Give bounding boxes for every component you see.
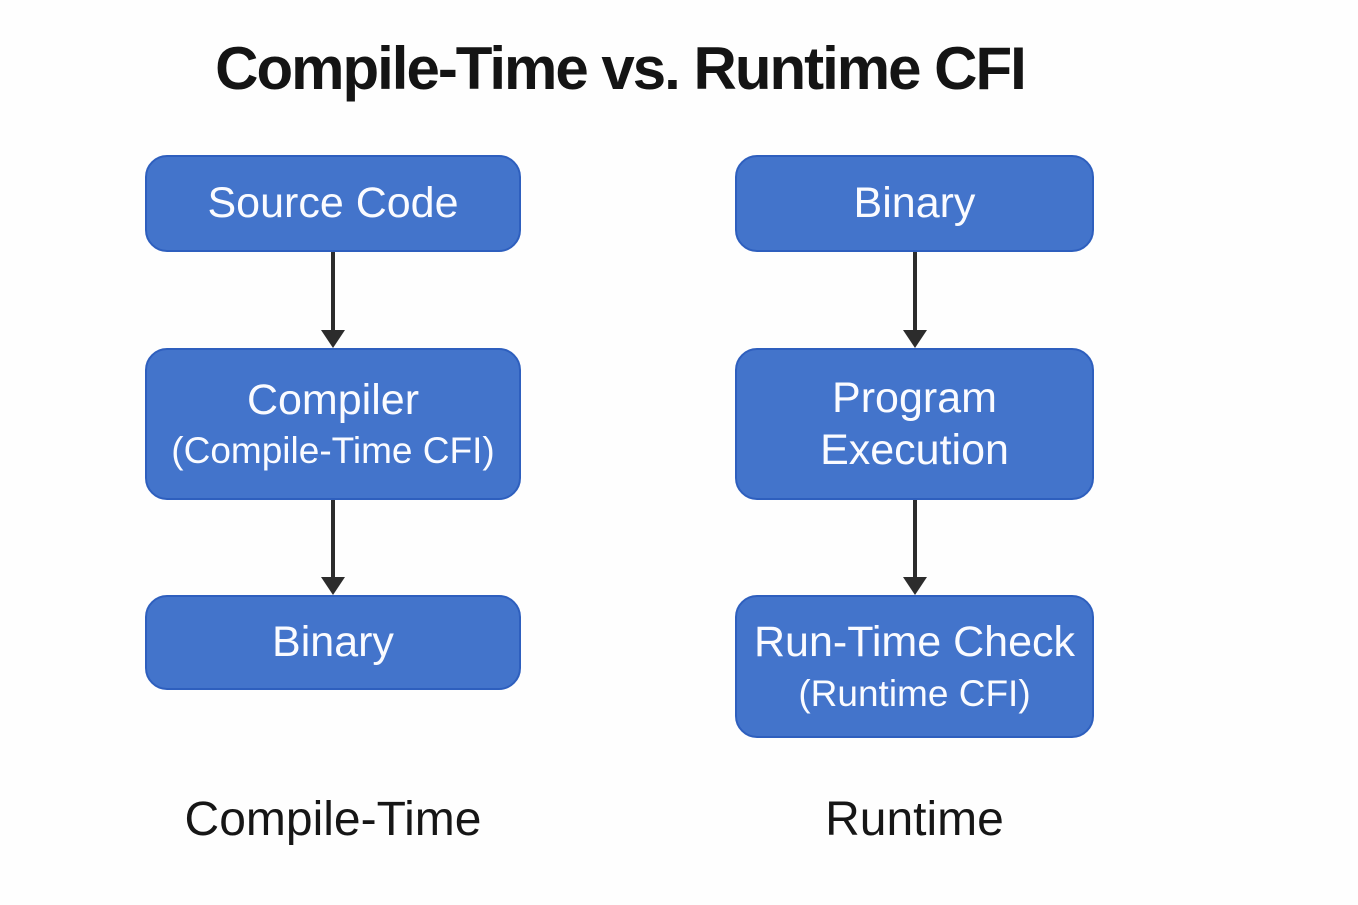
node-label: Binary — [272, 618, 394, 667]
caption-runtime: Runtime — [825, 793, 1004, 846]
node-binary-left: Binary — [145, 595, 521, 690]
node-source-code: Source Code — [145, 155, 521, 252]
arrow-shaft — [331, 500, 335, 577]
arrow-shaft — [912, 500, 917, 577]
node-program-execution: Program Execution — [735, 348, 1094, 500]
node-label: Run-Time Check — [754, 618, 1075, 667]
node-compiler: Compiler (Compile-Time CFI) — [145, 348, 521, 500]
arrow-head-icon — [321, 577, 345, 595]
flow-arrow-down — [900, 500, 930, 595]
node-label: Binary — [853, 179, 976, 228]
arrow-shaft — [331, 252, 335, 330]
node-label: Source Code — [207, 179, 459, 228]
diagram-title: Compile-Time vs. Runtime CFI — [215, 35, 1027, 102]
arrow-head-icon — [321, 330, 345, 348]
arrow-shaft — [912, 252, 917, 330]
flow-arrow-down — [318, 500, 348, 595]
node-label: Compiler — [246, 375, 420, 424]
node-sublabel: (Runtime CFI) — [798, 672, 1031, 714]
compile-time-column: Source Code Compiler (Compile-Time CFI) … — [145, 155, 521, 690]
runtime-column: Binary Program Execution Run-Time Check … — [735, 155, 1094, 738]
arrow-head-icon — [902, 577, 927, 595]
arrow-head-icon — [902, 330, 927, 348]
flow-arrow-down — [318, 252, 348, 348]
node-binary-right: Binary — [735, 155, 1094, 252]
node-sublabel: (Compile-Time CFI) — [171, 430, 495, 472]
flow-arrow-down — [900, 252, 930, 348]
node-runtime-check: Run-Time Check (Runtime CFI) — [735, 595, 1094, 738]
node-label: Program Execution — [820, 373, 1009, 474]
caption-compile-time: Compile-Time — [184, 793, 482, 846]
